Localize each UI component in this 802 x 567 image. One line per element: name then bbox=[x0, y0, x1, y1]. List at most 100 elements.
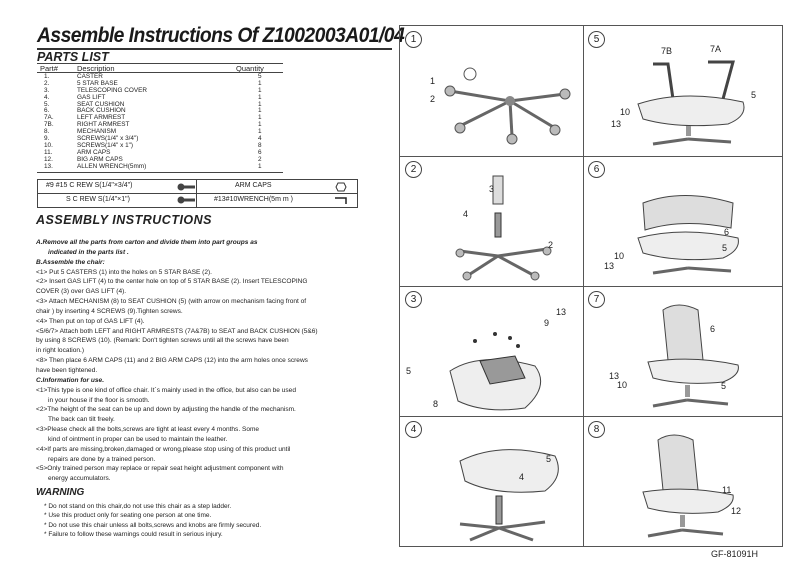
finished-chair-drawing bbox=[642, 434, 734, 538]
part-quantity: 5 bbox=[258, 73, 262, 80]
parts-list-heading: PARTS LIST bbox=[37, 50, 109, 64]
part-number: 2. bbox=[44, 79, 50, 87]
step-number: 2 bbox=[405, 161, 422, 178]
diagram-panel-1: 1 1 2 bbox=[400, 26, 583, 156]
diagram-panel-3: 3 13 9 5 8 bbox=[400, 286, 583, 416]
callout-label: 12 bbox=[731, 506, 742, 516]
part-quantity: 6 bbox=[258, 148, 262, 156]
step-number: 8 bbox=[588, 421, 605, 438]
gas-lift-base-drawing bbox=[455, 175, 552, 281]
col-qty-header: Quantity bbox=[236, 64, 264, 73]
hardware-screw-10: S C REW S(1/4"×1") bbox=[66, 196, 130, 203]
instruction-line: <2>The height of the seat can be up and … bbox=[36, 406, 296, 414]
callout-label: 2 bbox=[548, 240, 554, 250]
instruction-line: kind of ointment in proper can be used t… bbox=[48, 435, 228, 443]
instruction-line: <3>Please check all the bolts,screws are… bbox=[36, 426, 260, 434]
part-number: 11. bbox=[44, 148, 53, 156]
instruction-line: indicated in the parts list . bbox=[48, 248, 129, 256]
step-number: 3 bbox=[405, 291, 422, 308]
parts-list-row: 10.SCREWS(1/4" x 1")8 bbox=[44, 141, 276, 150]
part-description: SCREWS(1/4" x 3/4") bbox=[77, 135, 139, 143]
part-quantity: 1 bbox=[258, 128, 262, 136]
instruction-line: energy accumulators. bbox=[48, 475, 111, 483]
warning-list: * Do not stand on this chair,do not use … bbox=[44, 502, 261, 539]
diagram-panel-6: 6 6 5 10 13 bbox=[583, 156, 766, 286]
part-quantity: 1 bbox=[258, 107, 262, 115]
callout-label: 6 bbox=[710, 324, 716, 334]
part-description: CASTER bbox=[77, 73, 103, 80]
allen-wrench-icon bbox=[335, 197, 347, 204]
part-description: ALLEN WRENCH(5mm) bbox=[77, 162, 147, 170]
step-number: 6 bbox=[588, 161, 605, 178]
callout-label: 6 bbox=[724, 227, 730, 237]
part-description: TELESCOPING COVER bbox=[77, 86, 147, 94]
part-description: 5 STAR BASE bbox=[77, 79, 118, 87]
part-description: LEFT ARMREST bbox=[77, 114, 126, 122]
part-quantity: 1 bbox=[258, 79, 262, 87]
parts-list-top-rule bbox=[37, 63, 283, 64]
instruction-line: <1>This type is one kind of office chair… bbox=[36, 386, 296, 394]
callout-label: 10 bbox=[617, 380, 628, 390]
instruction-line: have been tightened. bbox=[36, 366, 98, 374]
instruction-line: by using 8 SCREWS (10). (Remark: Don't t… bbox=[36, 337, 289, 345]
part-number: 7B. bbox=[44, 121, 54, 129]
hardware-screw-9: #9 #15 C REW S(1/4"×3/4") bbox=[46, 182, 133, 189]
instruction-line: in your house if the floor is smooth. bbox=[48, 396, 150, 404]
footer-code: GF-81091H bbox=[710, 549, 758, 559]
parts-list-bottom-rule bbox=[37, 172, 283, 173]
diagram-panel-8: 8 11 12 bbox=[583, 416, 766, 546]
instruction-line: C.Information for use. bbox=[36, 376, 105, 384]
part-description: MECHANISM bbox=[77, 128, 117, 136]
instruction-line: repairs are done by a trained person. bbox=[48, 455, 156, 463]
col-part-header: Part# bbox=[40, 64, 58, 73]
hardware-box: #9 #15 C REW S(1/4"×3/4") S C REW S(1/4"… bbox=[37, 179, 358, 208]
armrest-seat-drawing bbox=[637, 60, 745, 146]
callout-label: 13 bbox=[611, 119, 622, 129]
screw-icon bbox=[177, 183, 195, 191]
part-quantity: 1 bbox=[258, 86, 262, 94]
instruction-line: The back can tilt freely. bbox=[48, 416, 115, 424]
document-title: Assemble Instructions Of Z1002003A01/04 bbox=[37, 24, 405, 47]
part-number: 9. bbox=[44, 135, 50, 143]
part-number: 4. bbox=[44, 93, 50, 101]
part-quantity: 1 bbox=[258, 100, 262, 108]
arm-cap-icon bbox=[335, 182, 347, 192]
step-number: 5 bbox=[588, 31, 605, 48]
part-description: SEAT CUSHION bbox=[77, 100, 125, 108]
part-number: 10. bbox=[44, 141, 53, 149]
screw-icon bbox=[177, 196, 195, 204]
callout-label: 5 bbox=[406, 366, 412, 376]
part-number: 8. bbox=[44, 128, 50, 136]
callout-label: 13 bbox=[609, 371, 620, 381]
instruction-line: <5/6/7> Attach both LEFT and RIGHT ARMRE… bbox=[36, 327, 318, 335]
callout-label: 2 bbox=[430, 94, 436, 104]
part-number: 1. bbox=[44, 73, 50, 80]
warning-line: * Use this product only for seating one … bbox=[44, 512, 212, 520]
diagram-panel-4: 4 5 4 bbox=[400, 416, 583, 546]
callout-label: 8 bbox=[433, 399, 439, 409]
title-underline bbox=[37, 48, 392, 50]
instruction-line: <2> Insert GAS LIFT (4) to the center ho… bbox=[36, 278, 308, 286]
callout-label: 1 bbox=[430, 76, 436, 86]
part-quantity: 1 bbox=[258, 121, 262, 129]
parts-list-row: 13.ALLEN WRENCH(5mm)1 bbox=[44, 162, 276, 171]
part-number: 7A. bbox=[44, 114, 54, 122]
instruction-line: A.Remove all the parts from carton and d… bbox=[36, 239, 258, 246]
step-number: 1 bbox=[405, 31, 422, 48]
assembly-heading: ASSEMBLY INSTRUCTIONS bbox=[36, 213, 213, 227]
instruction-line: <4> Then put on top of GAS LIFT (4). bbox=[36, 317, 145, 325]
diagram-panel-2: 2 3 4 2 bbox=[400, 156, 583, 286]
assembled-chair-drawing bbox=[647, 304, 739, 408]
diagram-panel-5: 5 7B 7A 5 10 13 bbox=[583, 26, 766, 156]
part-number: 12. bbox=[44, 155, 53, 163]
part-quantity: 2 bbox=[258, 155, 262, 163]
diagram-grid: 1 1 2 2 3 4 2 3 bbox=[399, 25, 783, 547]
instruction-line: COVER (3) over GAS LIFT (4). bbox=[36, 288, 127, 296]
part-description: BIG ARM CAPS bbox=[77, 155, 123, 163]
part-number: 6. bbox=[44, 107, 50, 115]
parts-list-row: 1. CASTER 5 bbox=[44, 73, 276, 81]
